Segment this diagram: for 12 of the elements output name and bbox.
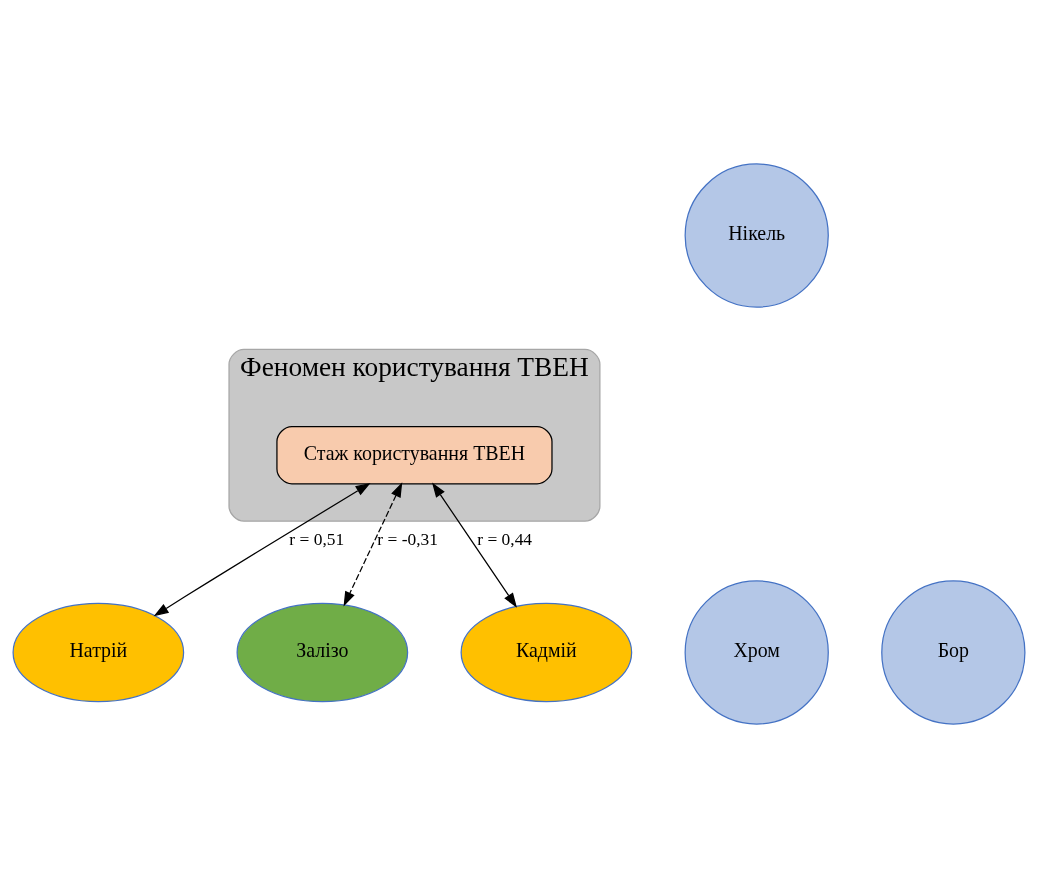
node-ellipse: Залізо [236,602,409,703]
edge-label: r = 0,51 [289,529,345,550]
node-ellipse: Кадмій [460,602,633,703]
arrow [432,482,517,608]
node-circle: Нікель [684,163,829,308]
arrow [343,482,403,607]
node-circle: Хром [684,580,829,725]
arrow [153,483,371,617]
edge-label: r = -0,31 [377,529,438,550]
node-box: Стаж користування ТВЕН [276,425,553,485]
node-circle: Бор [881,580,1026,725]
edge-label: r = 0,44 [477,529,533,550]
